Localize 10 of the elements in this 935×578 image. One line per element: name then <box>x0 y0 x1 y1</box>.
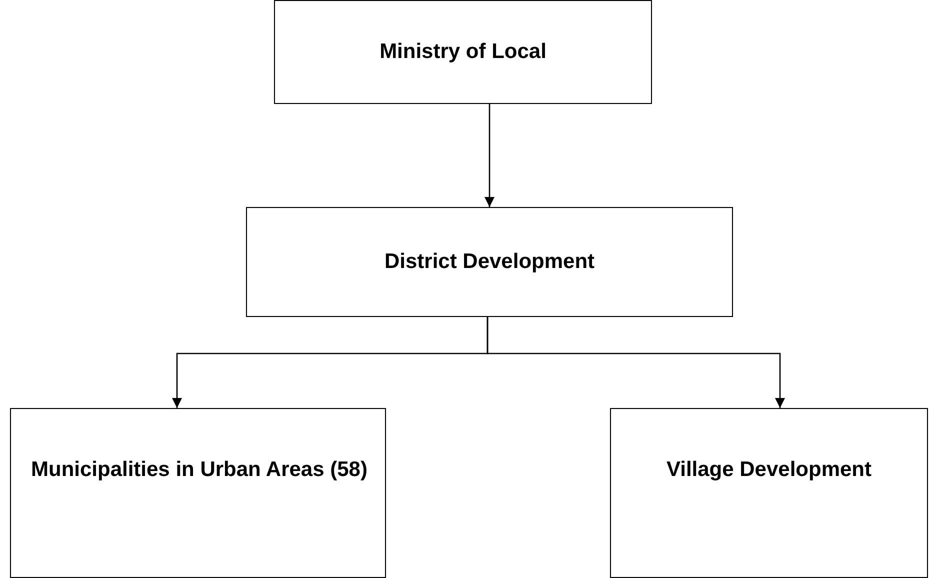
org-label: Ministry of Local <box>378 39 548 65</box>
org-label: Municipalities in Urban Areas (58) <box>31 457 368 483</box>
org-label: District Development <box>383 249 596 275</box>
org-box <box>10 408 386 578</box>
arrow <box>486 317 785 408</box>
org-box <box>274 0 652 104</box>
org-label: Village Development <box>665 457 873 483</box>
org-box <box>246 207 733 317</box>
org-box <box>610 408 928 578</box>
arrow <box>484 104 494 207</box>
